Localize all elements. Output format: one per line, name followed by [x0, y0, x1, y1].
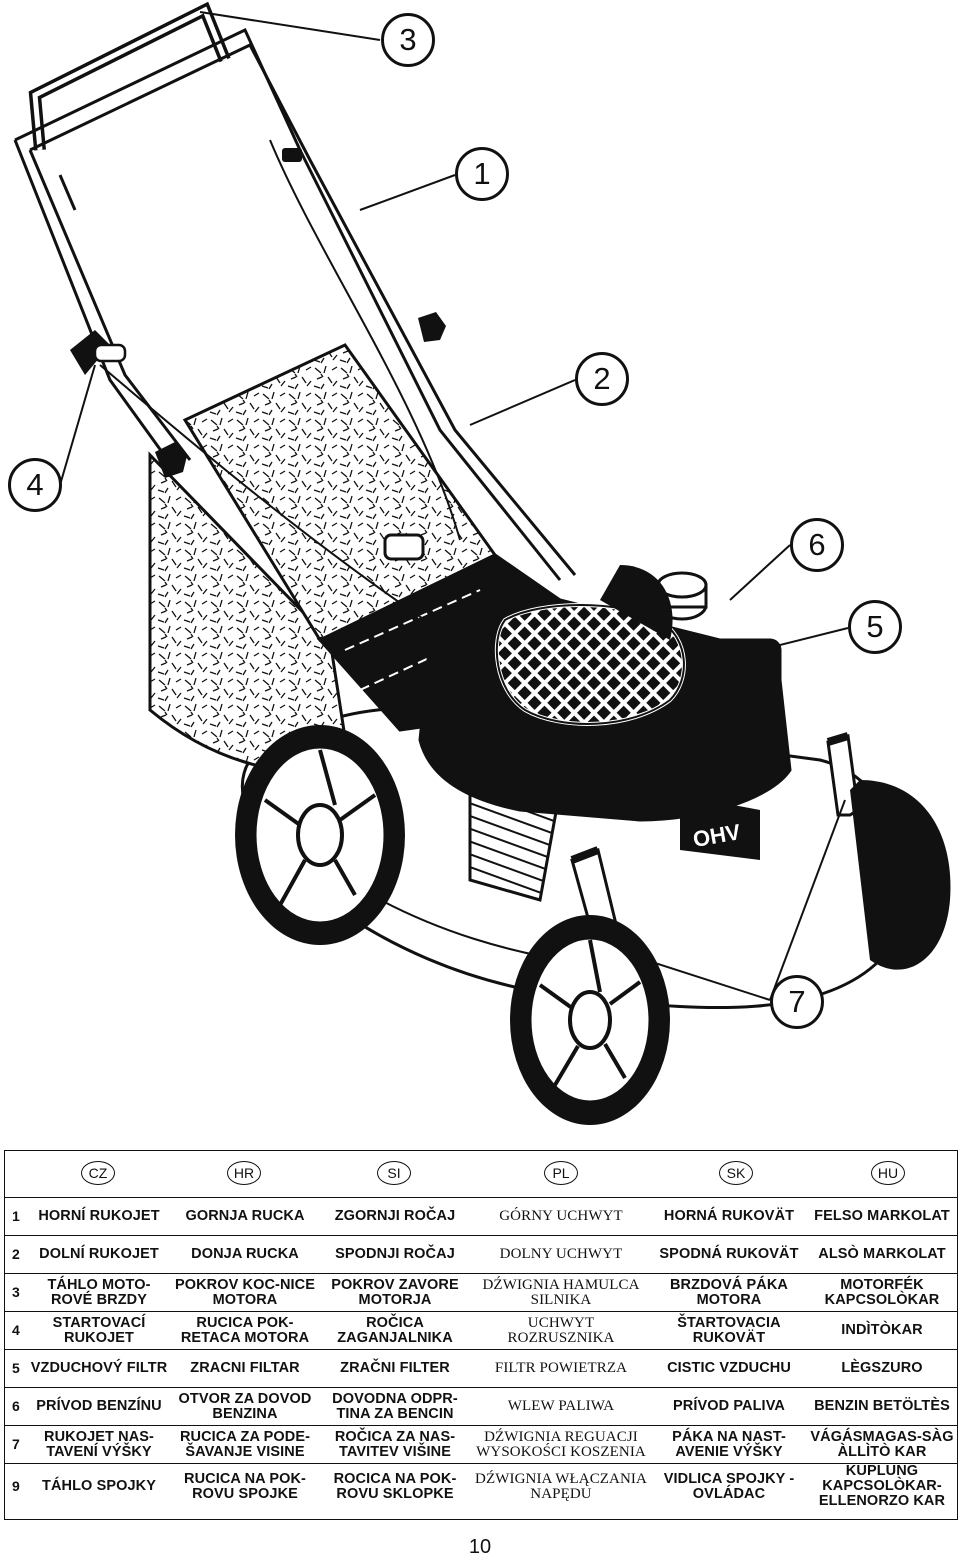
cell-hr: POKROV KOC-NICE MOTORA [171, 1273, 319, 1312]
cell-si: DOVODNA ODPR-TINA ZA BENCIN [319, 1387, 471, 1426]
cell-pl: DOLNY UCHWYT [471, 1235, 651, 1274]
cell-sk: ŠTARTOVACIA RUKOVÄT [651, 1311, 807, 1350]
callout-3: 3 [381, 13, 435, 67]
cell-cz: RUKOJET NAS-TAVENÍ VÝŠKY [27, 1425, 171, 1464]
handle-knobs [155, 148, 446, 478]
table-row: 1 HORNÍ RUKOJET GORNJA RUCKA ZGORNJI ROČ… [5, 1197, 957, 1236]
callout-leader-lines [59, 11, 849, 1001]
lang-pl: PL [544, 1161, 578, 1185]
cell-cz: PRÍVOD BENZÍNU [27, 1387, 171, 1426]
row-number: 6 [5, 1387, 27, 1426]
cell-hu: VÁGÁSMAGAS-SÀG ÀLLÌTÒ KAR [807, 1425, 957, 1464]
cell-pl: UCHWYT ROZRUSZNIKA [471, 1311, 651, 1350]
row-number: 1 [5, 1197, 27, 1236]
lang-hr: HR [227, 1161, 261, 1185]
cell-sk: BRZDOVÁ PÁKA MOTORA [651, 1273, 807, 1312]
lang-sk: SK [719, 1161, 753, 1185]
row-number: 9 [5, 1463, 27, 1509]
row-number: 3 [5, 1273, 27, 1312]
parts-legend: CZ HR SI PL SK HU 1 HORNÍ RUKOJET GORNJA… [4, 1150, 958, 1520]
lower-handle [13, 27, 577, 581]
cell-hr: OTVOR ZA DOVOD BENZINA [171, 1387, 319, 1426]
lang-si: SI [377, 1161, 411, 1185]
cell-sk: SPODNÁ RUKOVÄT [651, 1235, 807, 1274]
cell-sk: VIDLICA SPOJKY - OVLÁDAC [651, 1463, 807, 1509]
cell-cz: HORNÍ RUKOJET [27, 1197, 171, 1236]
cell-pl: DŹWIGNIA REGUACJI WYSOKOŚCI KOSZENIA [471, 1425, 651, 1464]
front-left-wheel [510, 915, 670, 1125]
cell-sk: CISTIC VZDUCHU [651, 1349, 807, 1388]
cell-sk: HORNÁ RUKOVÄT [651, 1197, 807, 1236]
control-cable [99, 139, 471, 651]
cell-pl: GÓRNY UCHWYT [471, 1197, 651, 1236]
table-row: 3 TÁHLO MOTO-ROVÉ BRZDY POKROV KOC-NICE … [5, 1273, 957, 1312]
right-wheels [600, 565, 951, 970]
table-row: 2 DOLNÍ RUKOJET DONJA RUCKA SPODNJI ROČA… [5, 1235, 957, 1274]
cell-cz: STARTOVACÍ RUKOJET [27, 1311, 171, 1350]
cell-pl: FILTR POWIETRZA [471, 1349, 651, 1388]
cell-hu: MOTORFÉK KAPCSOLÒKAR [807, 1273, 957, 1312]
cell-si: ROČICA ZA NAS-TAVITEV VIŠINE [319, 1425, 471, 1464]
table-row: 7 RUKOJET NAS-TAVENÍ VÝŠKY RUCICA ZA POD… [5, 1425, 957, 1464]
cell-hu: KUPLUNG KAPCSOLÒKAR-ELLENORZO KAR [807, 1463, 957, 1509]
language-codes: CZ HR SI PL SK HU [5, 1161, 957, 1187]
cell-hu: ALSÒ MARKOLAT [807, 1235, 957, 1274]
table-row: 4 STARTOVACÍ RUKOJET RUCICA POK-RETACA M… [5, 1311, 957, 1350]
cell-si: ROCICA NA POK-ROVU SKLOPKE [319, 1463, 471, 1509]
cell-cz: TÁHLO SPOJKY [27, 1463, 171, 1509]
cell-hu: INDÌTÒKAR [807, 1311, 957, 1350]
page-number: 10 [468, 1536, 492, 1558]
callout-4: 4 [8, 458, 62, 512]
cell-sk: PRÍVOD PALIVA [651, 1387, 807, 1426]
table-row: 9 TÁHLO SPOJKY RUCICA NA POK-ROVU SPOJKE… [5, 1463, 957, 1509]
row-number: 7 [5, 1425, 27, 1464]
table-row: 5 VZDUCHOVÝ FILTR ZRACNI FILTAR ZRAČNI F… [5, 1349, 957, 1388]
lang-hu: HU [871, 1161, 905, 1185]
cell-hr: DONJA RUCKA [171, 1235, 319, 1274]
cell-pl: DŹWIGNIA WŁĄCZANIA NAPĘDU [471, 1463, 651, 1509]
cell-cz: VZDUCHOVÝ FILTR [27, 1349, 171, 1388]
cell-si: ZGORNJI ROČAJ [319, 1197, 471, 1236]
row-number: 5 [5, 1349, 27, 1388]
cell-si: POKROV ZAVORE MOTORJA [319, 1273, 471, 1312]
cell-cz: TÁHLO MOTO-ROVÉ BRZDY [27, 1273, 171, 1312]
cell-hr: RUCICA NA POK-ROVU SPOJKE [171, 1463, 319, 1509]
table-row: 6 PRÍVOD BENZÍNU OTVOR ZA DOVOD BENZINA … [5, 1387, 957, 1426]
lawn-mower-illustration: OHV [13, 1, 951, 1125]
cell-hu: FELSO MARKOLAT [807, 1197, 957, 1236]
starter-handle [70, 330, 127, 375]
cell-hr: ZRACNI FILTAR [171, 1349, 319, 1388]
callout-6: 6 [790, 518, 844, 572]
engine: OHV [418, 594, 792, 902]
cell-si: ZRAČNI FILTER [319, 1349, 471, 1388]
cell-sk: PÁKA NA NAST-AVENIE VÝŠKY [651, 1425, 807, 1464]
cell-hr: RUCICA ZA PODE-ŠAVANJE VISINE [171, 1425, 319, 1464]
callout-5: 5 [848, 600, 902, 654]
cell-pl: DŹWIGNIA HAMULCA SILNIKA [471, 1273, 651, 1312]
cell-si: ROČICA ZAGANJALNIKA [319, 1311, 471, 1350]
callout-7: 7 [770, 975, 824, 1029]
cell-cz: DOLNÍ RUKOJET [27, 1235, 171, 1274]
cell-pl: WLEW PALIWA [471, 1387, 651, 1426]
row-number: 4 [5, 1311, 27, 1350]
cell-hu: BENZIN BETÖLTÈS [807, 1387, 957, 1426]
cell-hr: GORNJA RUCKA [171, 1197, 319, 1236]
callout-1: 1 [455, 147, 509, 201]
upper-handle [28, 1, 231, 151]
callout-2: 2 [575, 352, 629, 406]
row-number: 2 [5, 1235, 27, 1274]
cell-hr: RUCICA POK-RETACA MOTORA [171, 1311, 319, 1350]
lang-cz: CZ [81, 1161, 115, 1185]
cell-hu: LÈGSZURO [807, 1349, 957, 1388]
parts-table: 1 HORNÍ RUKOJET GORNJA RUCKA ZGORNJI ROČ… [5, 1197, 957, 1509]
cell-si: SPODNJI ROČAJ [319, 1235, 471, 1274]
rear-left-wheel [235, 725, 405, 945]
